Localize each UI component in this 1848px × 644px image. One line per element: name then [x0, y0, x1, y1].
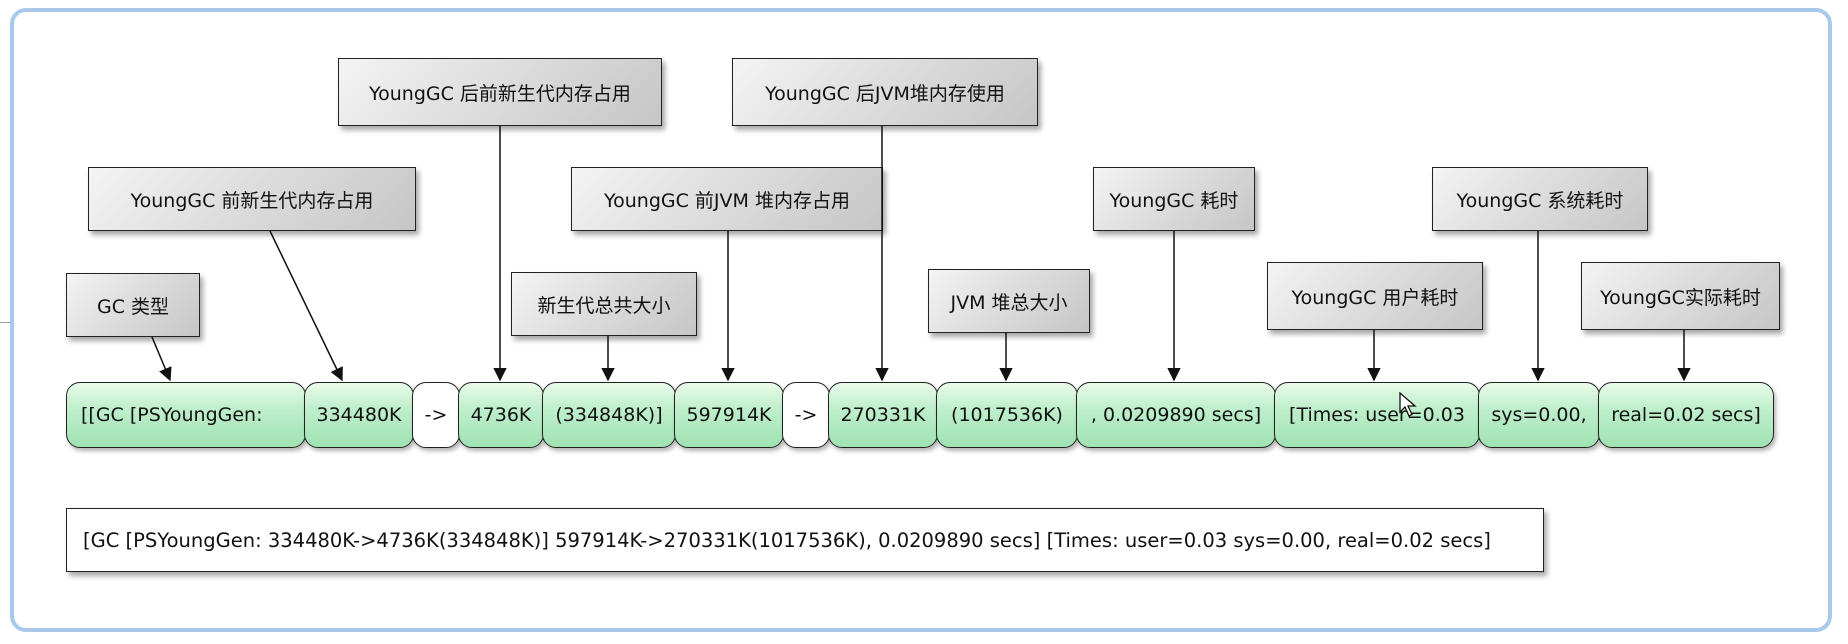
segment-heap-after: 270331K [828, 382, 938, 448]
segment-gc-time: , 0.0209890 secs] [1076, 382, 1276, 448]
segment-user-time: [Times: user=0.03 [1274, 382, 1480, 448]
label-heap-total: JVM 堆总大小 [928, 269, 1090, 333]
mouse-cursor-icon [1399, 392, 1417, 417]
label-gc-type: GC 类型 [66, 273, 200, 337]
segment-sys-time: sys=0.00, [1478, 382, 1600, 448]
segment-young-total: (334848K)] [542, 382, 676, 448]
segment-arrow-1: -> [412, 382, 460, 448]
label-gc-time: YoungGC 耗时 [1093, 167, 1255, 231]
segment-heap-total: (1017536K) [936, 382, 1078, 448]
label-sys-time: YoungGC 系统耗时 [1432, 167, 1648, 231]
label-young-after: YoungGC 后前新生代内存占用 [338, 58, 662, 126]
segment-young-before: 334480K [304, 382, 414, 448]
segment-heap-before: 597914K [674, 382, 784, 448]
left-edge-tick [0, 322, 10, 323]
label-user-time: YoungGC 用户耗时 [1267, 262, 1483, 330]
segment-arrow-2: -> [782, 382, 830, 448]
segment-gc-prefix: [[GC [PSYoungGen: [66, 382, 306, 448]
raw-log-line: [GC [PSYoungGen: 334480K->4736K(334848K)… [66, 508, 1544, 572]
label-young-before: YoungGC 前新生代内存占用 [88, 167, 416, 231]
segment-young-after: 4736K [458, 382, 544, 448]
label-heap-before: YoungGC 前JVM 堆内存占用 [571, 167, 883, 231]
label-heap-after: YoungGC 后JVM堆内存使用 [732, 58, 1038, 126]
label-real-time: YoungGC实际耗时 [1581, 262, 1780, 330]
label-young-total: 新生代总共大小 [511, 272, 697, 336]
segment-real-time: real=0.02 secs] [1598, 382, 1774, 448]
